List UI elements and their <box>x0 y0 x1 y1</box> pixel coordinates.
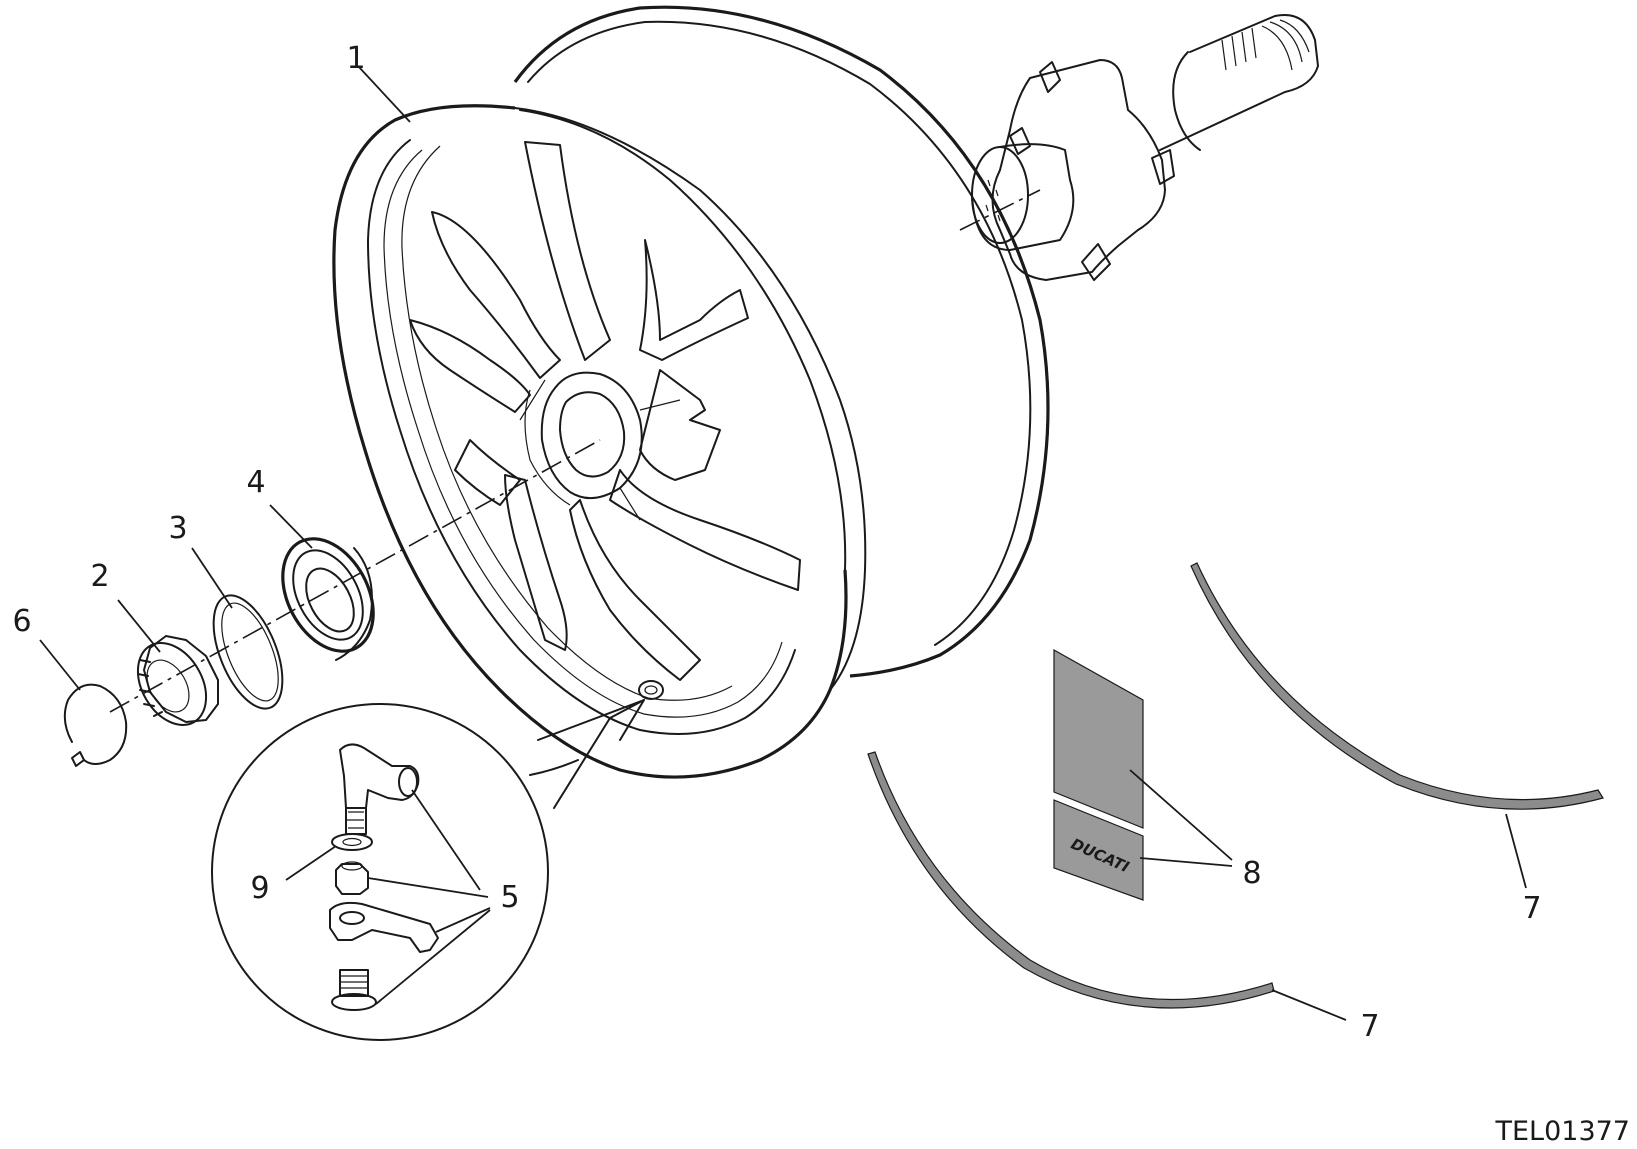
sticker-part-8: DUCATI <box>1053 648 1144 901</box>
ring-part-3 <box>212 594 284 710</box>
ring-nut-part-2 <box>136 635 219 726</box>
callout-1: 1 <box>346 41 365 76</box>
sticker-logo <box>1053 799 1144 901</box>
wheel-rim <box>332 5 1050 779</box>
washer-part-9 <box>331 833 373 851</box>
valve-detail-circle <box>211 699 645 1041</box>
seal-part-4 <box>281 537 375 661</box>
callout-labels: 1 2 3 4 5 6 7 7 8 9 <box>12 41 1541 1044</box>
callout-7-bottom: 7 <box>1360 1009 1379 1044</box>
leader-lines <box>39 65 1527 1021</box>
hub-centerline <box>959 189 1041 231</box>
callout-5: 5 <box>500 880 519 915</box>
circlip-part-6 <box>63 683 128 767</box>
valve-elbow-part-5 <box>339 743 420 835</box>
callout-3: 3 <box>168 511 187 546</box>
rim-stripe-part-7a <box>1190 562 1604 810</box>
hub-axle-assembly <box>971 14 1319 281</box>
callout-4: 4 <box>246 465 265 500</box>
valve-bracket-part-5 <box>329 901 439 953</box>
sticker-plain <box>1053 648 1144 829</box>
callout-2: 2 <box>90 559 109 594</box>
callout-6: 6 <box>12 604 31 639</box>
valve-nut-part-5 <box>335 861 369 895</box>
callout-9: 9 <box>250 871 269 906</box>
callout-7-right: 7 <box>1522 891 1541 926</box>
valve-screw-part-5 <box>331 969 377 1011</box>
drawing-code: TEL01377 <box>1495 1116 1631 1147</box>
axis-centerline <box>109 439 601 713</box>
callout-8: 8 <box>1242 856 1261 891</box>
